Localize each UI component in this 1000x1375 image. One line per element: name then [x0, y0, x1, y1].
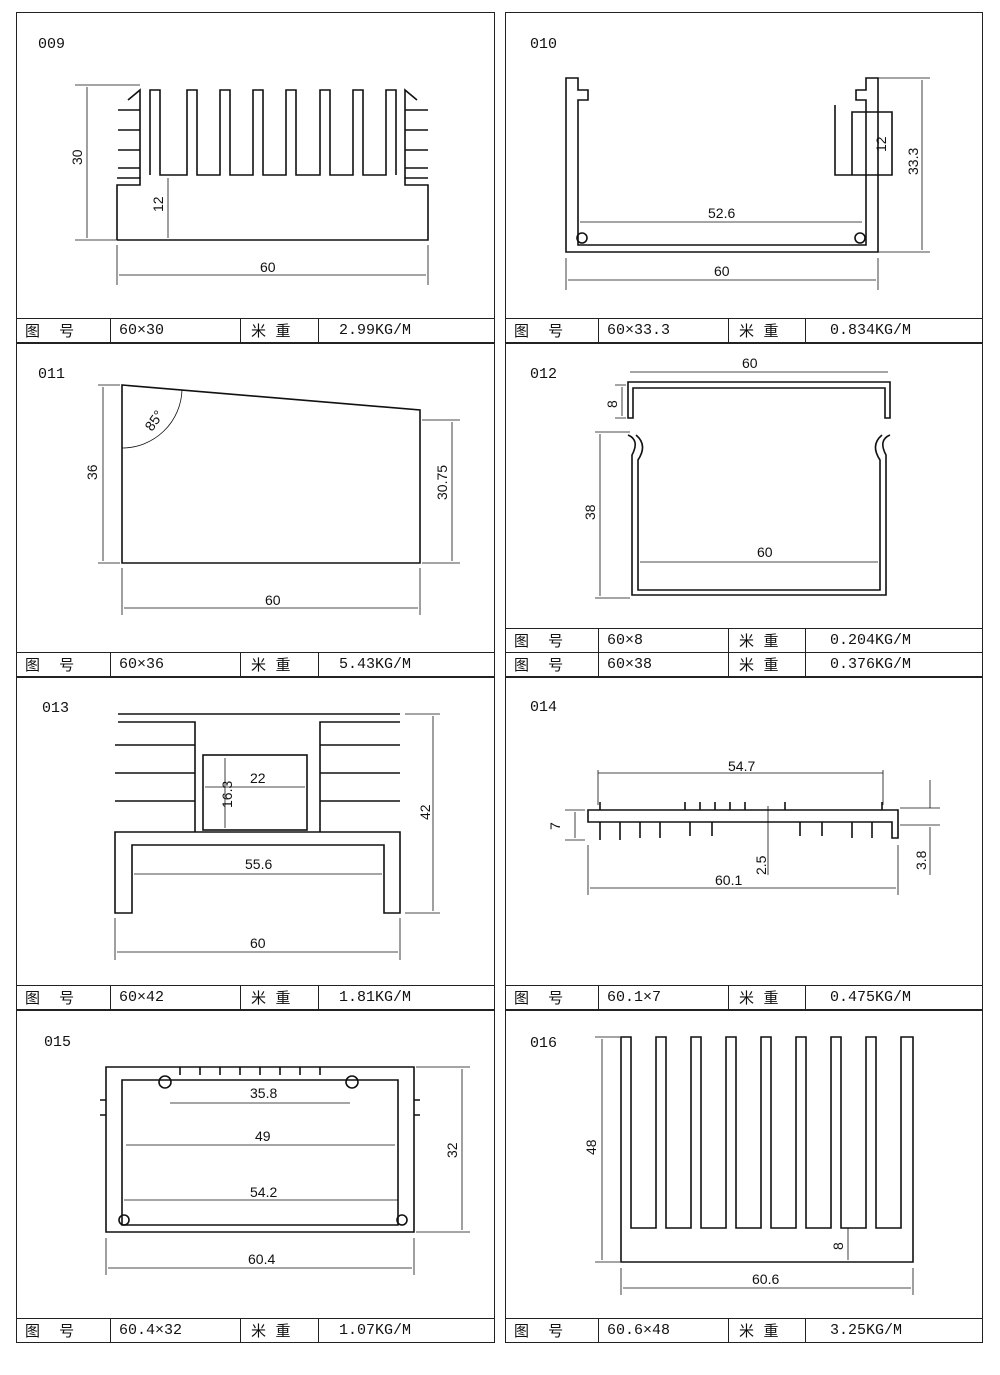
dimension-label: 55.6: [245, 856, 272, 872]
profile-code: 010: [530, 36, 558, 53]
dimension-label: 60.6: [752, 1271, 779, 1287]
drawing-no-label: 图 号: [506, 319, 599, 342]
dimension-label: 16.3: [219, 781, 235, 808]
size-value: 60×36: [111, 653, 241, 676]
dimension-label: 42: [417, 804, 433, 820]
dimension-label: 54.2: [250, 1184, 277, 1200]
drawing-no-label: 图 号: [506, 629, 599, 652]
drawing-no-label: 图 号: [506, 653, 599, 676]
weight-value: 5.43KG/M: [339, 656, 412, 673]
weight-label: 米 重: [241, 986, 319, 1009]
profile-drawing-014: 54.7 7 2.5 3.8 60.1: [547, 758, 940, 895]
dimension-label: 12: [873, 136, 889, 152]
weight-value: 0.376KG/M: [830, 656, 912, 673]
profile-drawing-012: 60 8 38 60: [582, 355, 891, 599]
profile-drawing-015: 35.8 49 54.2 32 60.4: [100, 1066, 470, 1275]
drawing-no-label: 图 号: [17, 653, 111, 676]
profile-code: 016: [530, 1035, 558, 1052]
dimension-label: 8: [830, 1242, 846, 1250]
drawing-no-label: 图 号: [17, 1319, 111, 1342]
profile-code: 011: [38, 366, 66, 383]
weight-label: 米 重: [729, 1319, 806, 1342]
spec-row: 图 号 60×38 米 重 0.376KG/M: [505, 652, 983, 677]
dimension-label: 60: [260, 259, 276, 275]
spec-row: 图 号 60.1×7 米 重 0.475KG/M: [505, 985, 983, 1010]
dimension-label: 3.8: [913, 850, 929, 870]
weight-label: 米 重: [241, 319, 319, 342]
weight-label: 米 重: [729, 319, 806, 342]
dimension-label: 2.5: [753, 855, 769, 875]
dimension-label: 33.3: [905, 148, 921, 175]
dimension-label: 22: [250, 770, 266, 786]
weight-label: 米 重: [729, 986, 806, 1009]
dimension-label: 60.4: [248, 1251, 275, 1267]
drawing-no-label: 图 号: [17, 986, 111, 1009]
profile-drawing-016: 48 8 60.6: [583, 1036, 914, 1295]
spec-row: 图 号 60×30 米 重 2.99KG/M: [16, 318, 495, 343]
dimension-label: 60.1: [715, 872, 742, 888]
size-value: 60×42: [111, 986, 241, 1009]
size-value: 60.4×32: [111, 1319, 241, 1342]
dimension-label: 48: [583, 1139, 599, 1155]
weight-label: 米 重: [729, 653, 806, 676]
weight-label: 米 重: [241, 653, 319, 676]
weight-value: 0.204KG/M: [830, 632, 912, 649]
dimension-label: 85°: [141, 407, 166, 434]
size-value: 60.1×7: [599, 986, 729, 1009]
spec-row: 图 号 60×36 米 重 5.43KG/M: [16, 652, 495, 677]
dimension-label: 49: [255, 1128, 271, 1144]
dimension-label: 60: [742, 355, 758, 371]
dimension-label: 32: [444, 1142, 460, 1158]
size-value: 60×30: [111, 319, 241, 342]
dimension-label: 60: [714, 263, 730, 279]
weight-value: 2.99KG/M: [339, 322, 412, 339]
dimension-label: 60: [265, 592, 281, 608]
dimension-label: 36: [84, 464, 100, 480]
spec-row: 图 号 60.4×32 米 重 1.07KG/M: [16, 1318, 495, 1343]
size-value: 60×38: [599, 653, 729, 676]
profile-drawing-011: 36 85° 30.75 60: [84, 384, 460, 615]
dimension-label: 30.75: [434, 465, 450, 500]
profile-code: 013: [42, 700, 70, 717]
dimension-label: 35.8: [250, 1085, 277, 1101]
dimension-label: 52.6: [708, 205, 735, 221]
profile-drawing-013: 22 16.3 42 55.6 60: [114, 713, 440, 960]
weight-value: 0.475KG/M: [830, 989, 912, 1006]
profile-drawing-009: 30 12 60: [69, 84, 429, 285]
profile-code: 009: [38, 36, 66, 53]
weight-label: 米 重: [729, 629, 806, 652]
weight-label: 米 重: [241, 1319, 319, 1342]
profile-code: 015: [44, 1034, 72, 1051]
profile-drawing-010: 52.6 12 33.3 60: [565, 77, 930, 290]
weight-value: 1.81KG/M: [339, 989, 412, 1006]
drawing-no-label: 图 号: [17, 319, 111, 342]
weight-value: 3.25KG/M: [830, 1322, 903, 1339]
size-value: 60×8: [599, 629, 729, 652]
spec-row: 图 号 60.6×48 米 重 3.25KG/M: [505, 1318, 983, 1343]
dimension-label: 38: [582, 504, 598, 520]
dimension-label: 7: [547, 822, 563, 830]
size-value: 60×33.3: [599, 319, 729, 342]
drawing-no-label: 图 号: [506, 1319, 599, 1342]
weight-value: 0.834KG/M: [830, 322, 912, 339]
dimension-label: 8: [604, 400, 620, 408]
profile-code: 012: [530, 366, 558, 383]
dimension-label: 30: [69, 149, 85, 165]
dimension-label: 60: [250, 935, 266, 951]
dimension-label: 60: [757, 544, 773, 560]
spec-row: 图 号 60×33.3 米 重 0.834KG/M: [505, 318, 983, 343]
spec-row: 图 号 60×42 米 重 1.81KG/M: [16, 985, 495, 1010]
dimension-label: 12: [150, 196, 166, 212]
profile-code: 014: [530, 699, 558, 716]
size-value: 60.6×48: [599, 1319, 729, 1342]
dimension-label: 54.7: [728, 758, 755, 774]
weight-value: 1.07KG/M: [339, 1322, 412, 1339]
drawing-no-label: 图 号: [506, 986, 599, 1009]
